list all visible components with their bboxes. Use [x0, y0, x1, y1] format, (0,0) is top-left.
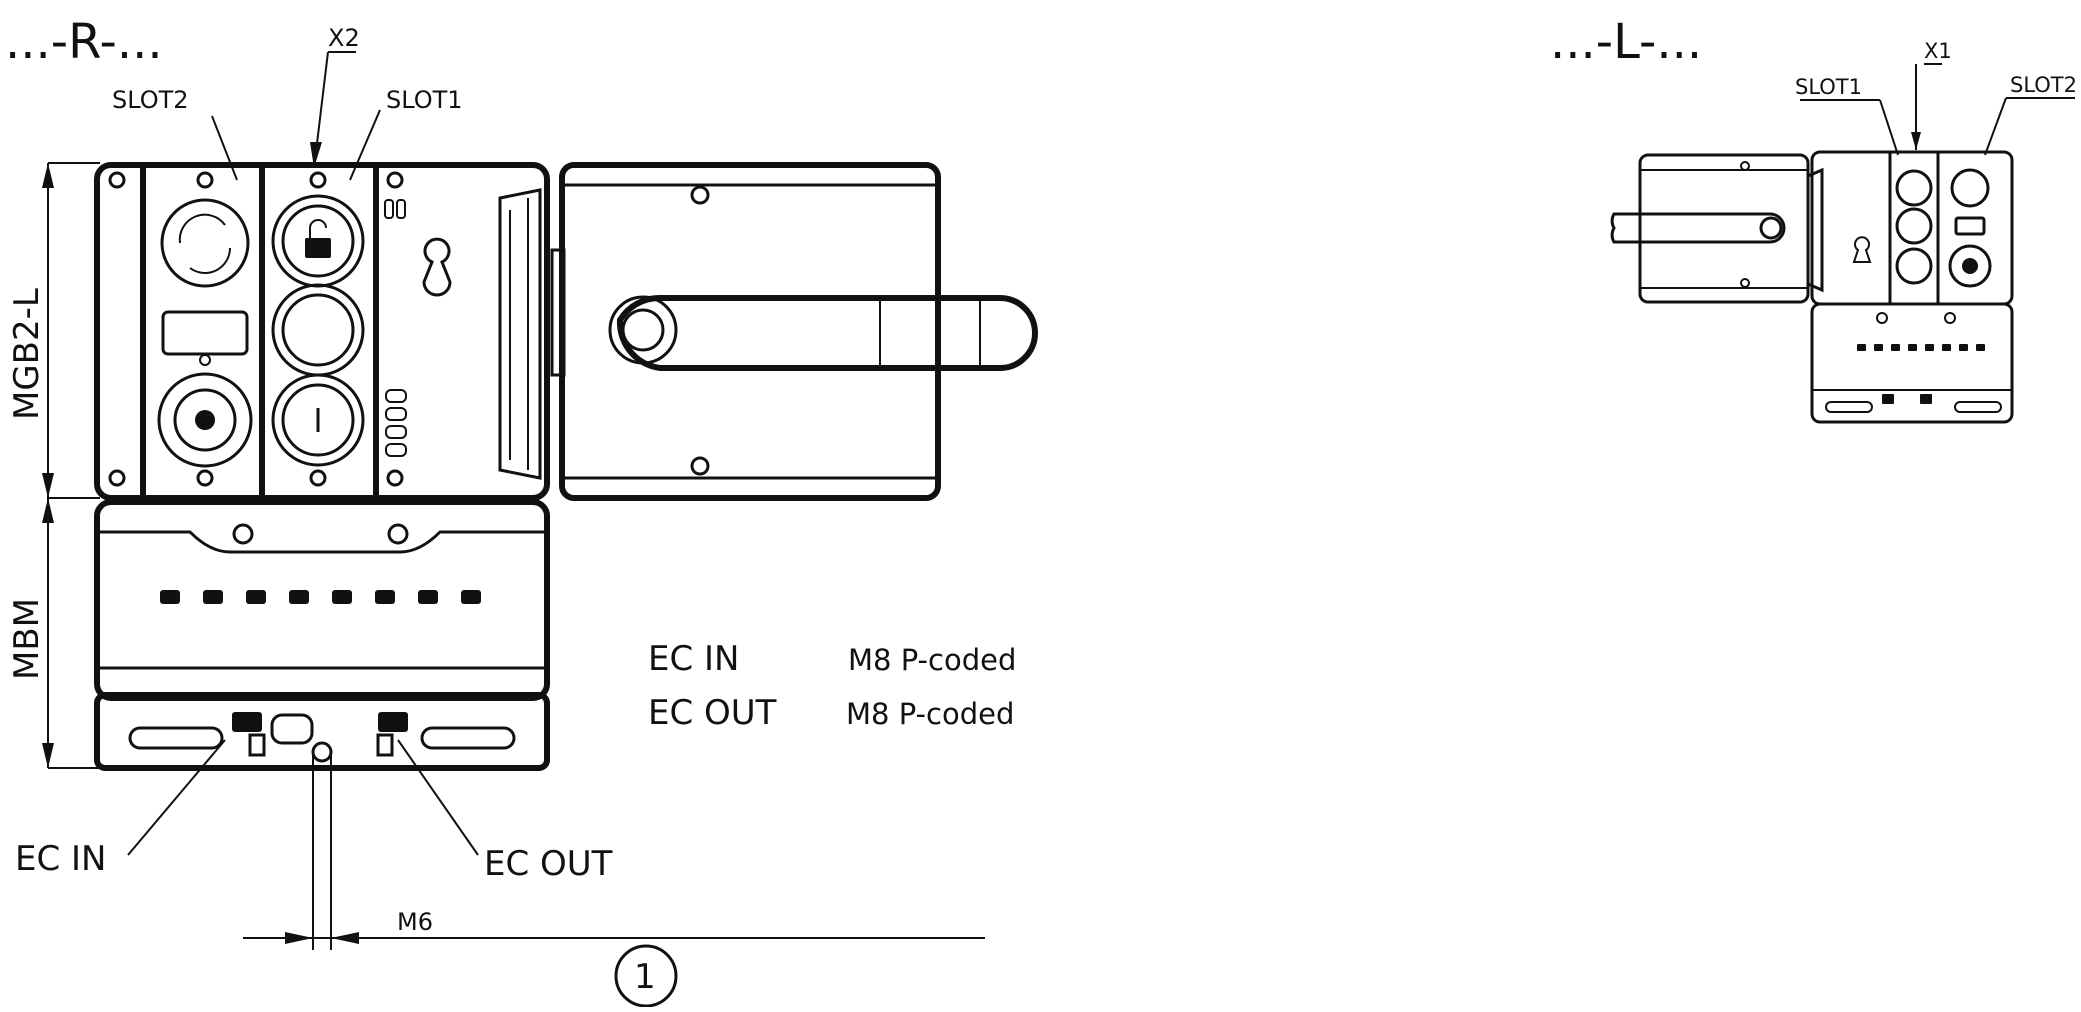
mgb2-l-module-left: [1610, 150, 2014, 306]
variant-right-title: ...-R-...: [5, 14, 163, 70]
led-4: [289, 590, 309, 604]
m6-thread-icon: [311, 741, 333, 763]
m6-dimension: [243, 755, 985, 950]
rotary-button-icon: [160, 198, 250, 288]
led-5: [332, 590, 352, 604]
connector-row-2-name: EC OUT: [648, 693, 777, 733]
connector-row-1-name: EC IN: [648, 639, 740, 679]
ec-callout-leaders: [127, 739, 479, 856]
led-6: [375, 590, 395, 604]
led-3: [246, 590, 266, 604]
led-7: [418, 590, 438, 604]
label-leaders-right: [211, 51, 381, 181]
ec-out-callout: EC OUT: [484, 844, 613, 884]
door-handle-assembly: [550, 162, 1038, 501]
connector-row-2-type: M8 P-coded: [846, 697, 1014, 731]
slot2-label-right: SLOT2: [112, 86, 189, 114]
led-8: [461, 590, 481, 604]
mbm-module-left: [1810, 302, 2014, 424]
mgb2-l-dimension-label: MGB2-L: [7, 288, 47, 420]
unlock-icon: [305, 238, 331, 258]
keyhole-icon: [422, 237, 452, 297]
callout-1-number: 1: [634, 957, 656, 997]
x2-label: X2: [328, 24, 360, 52]
led-1: [160, 590, 180, 604]
label-leaders-left: [1800, 63, 2075, 156]
display-window: [161, 310, 249, 356]
callout-1-circle: [614, 944, 678, 1008]
mbm-module: [94, 499, 550, 771]
x1-label: X1: [1924, 39, 1952, 63]
slot1-label-left: SLOT1: [1795, 75, 1862, 99]
variant-left-title: ...-L-...: [1550, 14, 1702, 70]
dimension-lines-vertical: [42, 162, 100, 769]
ec-out-connector: [378, 712, 408, 732]
ec-in-connector: [232, 712, 262, 732]
slot1-label-right: SLOT1: [386, 86, 463, 114]
m6-label: M6: [397, 908, 433, 936]
slot2-label-left: SLOT2: [2010, 73, 2077, 97]
mgb2-l-module: [94, 162, 550, 501]
connector-row-1-type: M8 P-coded: [848, 643, 1016, 677]
mbm-dimension-label: MBM: [7, 598, 47, 680]
led-2: [203, 590, 223, 604]
e-stop-button-icon: [157, 372, 253, 468]
ec-in-callout: EC IN: [15, 839, 107, 879]
